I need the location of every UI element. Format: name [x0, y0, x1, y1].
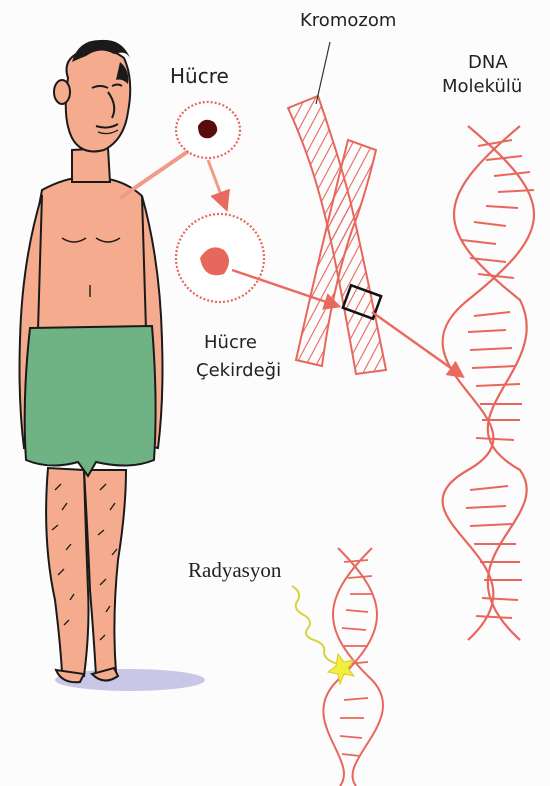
cell-to-nucleus-arrow	[208, 160, 226, 208]
body-to-cell-line	[120, 150, 190, 198]
nucleus-label-line1: Hücre	[204, 332, 257, 354]
dna-label-line2: Molekülü	[442, 76, 522, 98]
small-dna-helix-icon	[323, 548, 383, 786]
cell-label: Hücre	[170, 64, 229, 88]
chromosome-icon	[288, 96, 386, 374]
radiation-squiggle	[292, 586, 338, 664]
nucleus-icon	[176, 214, 264, 302]
chromosome-label: Kromozom	[300, 10, 396, 32]
torso	[30, 178, 150, 331]
nucleus-label-line2: Çekirdeği	[196, 360, 281, 382]
cell-icon	[176, 102, 240, 158]
chromosome-label-line	[316, 42, 330, 104]
dna-label-line1: DNA	[468, 52, 508, 74]
radiation-label: Radyasyon	[188, 558, 281, 583]
shorts	[25, 326, 156, 476]
head	[54, 40, 130, 152]
legs	[46, 468, 126, 682]
dna-helix-icon	[443, 126, 534, 640]
